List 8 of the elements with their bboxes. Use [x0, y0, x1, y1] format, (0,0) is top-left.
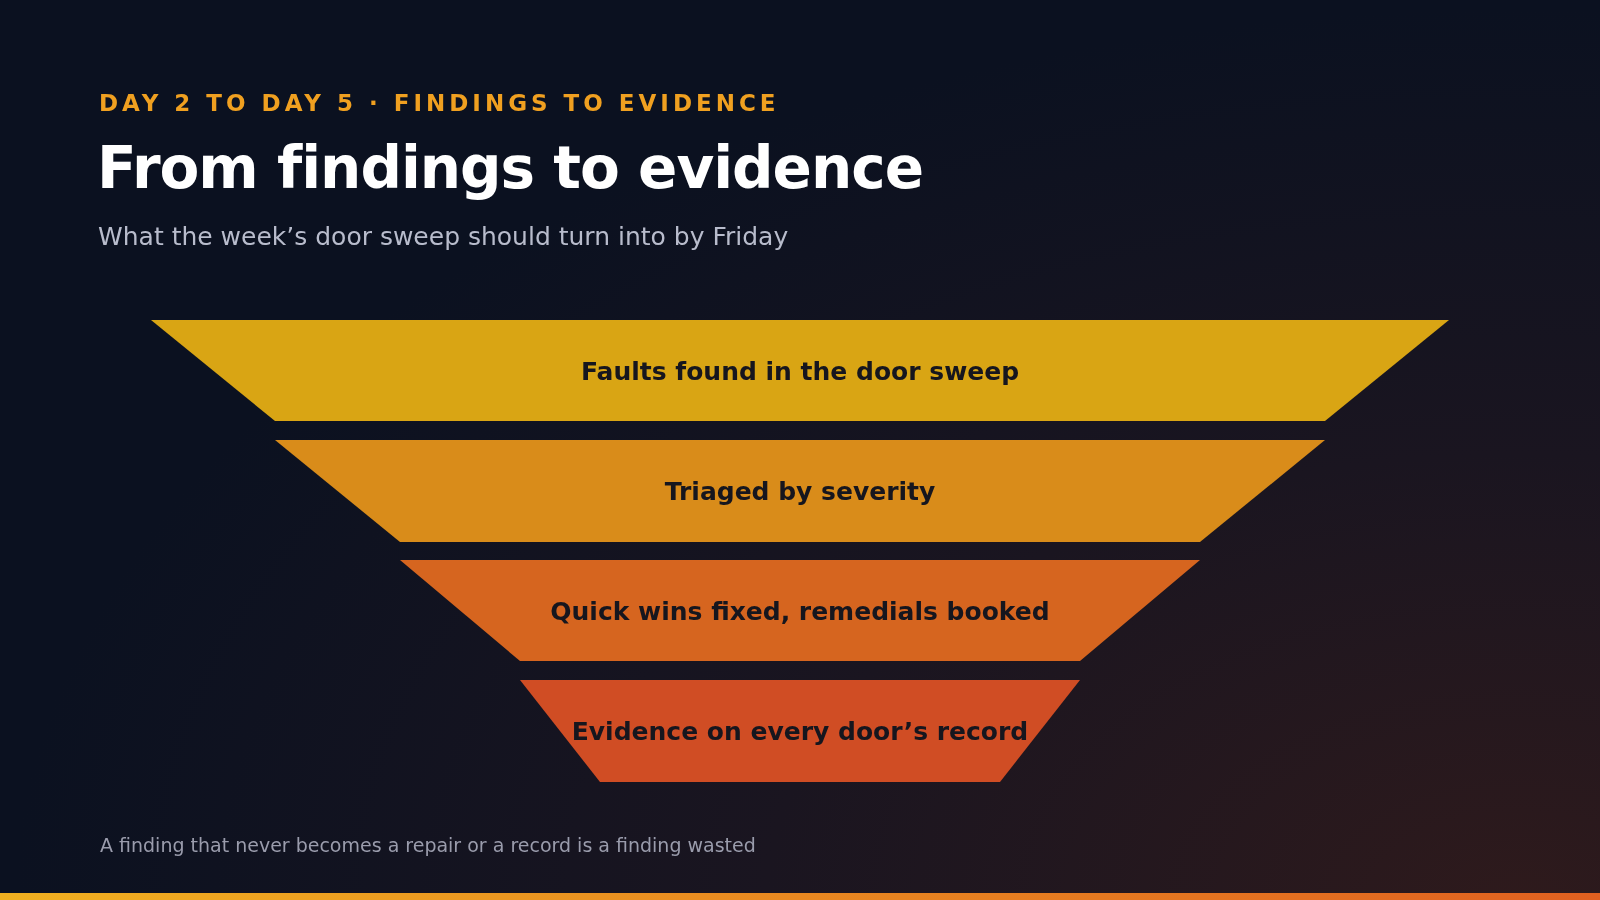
- subtitle: What the week’s door sweep should turn into by Friday: [98, 222, 789, 251]
- stage-label: Quick wins fixed, remedials booked: [550, 596, 1050, 625]
- stage-label: Triaged by severity: [664, 476, 936, 506]
- eyebrow-text: DAY 2 TO DAY 5 · FINDINGS TO EVIDENCE: [99, 90, 780, 116]
- title: From findings to evidence: [97, 134, 923, 202]
- stage-label: Faults found in the door sweep: [580, 356, 1020, 385]
- footnote: A finding that never becomes a repair or a record is a finding wasted: [100, 834, 756, 856]
- stage-label: Evidence on every door’s record: [571, 716, 1029, 746]
